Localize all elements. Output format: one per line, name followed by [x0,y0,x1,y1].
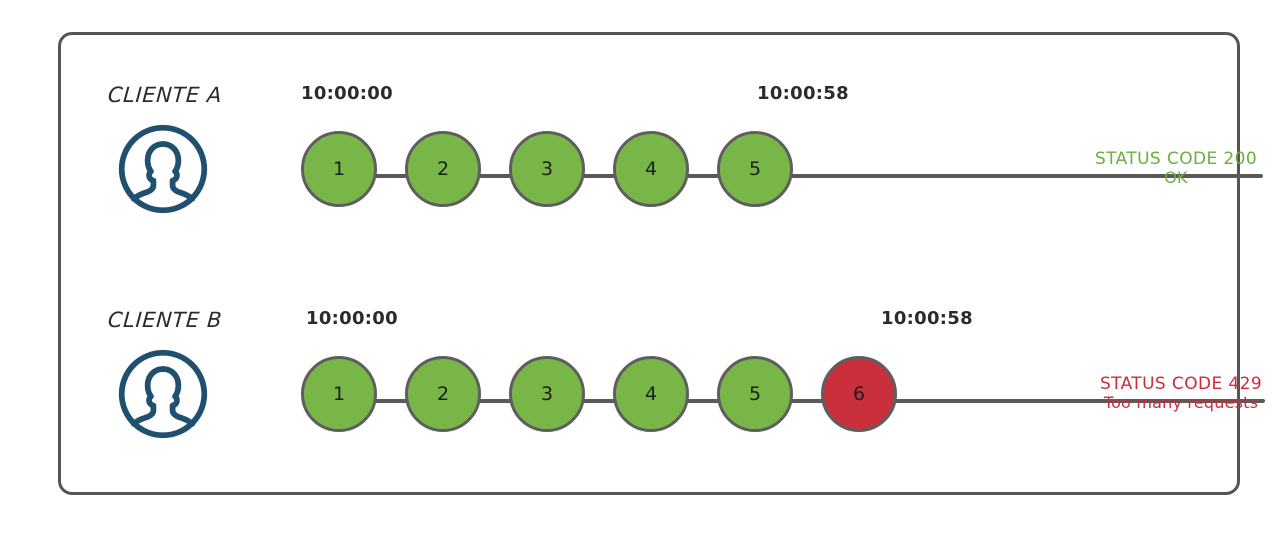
status-code-a: STATUS CODE 200 [1094,149,1258,169]
status-detail-b: Too many requests [1103,393,1259,413]
timestamp-end-a: 10:00:58 [757,83,849,104]
user-avatar-icon [115,346,211,442]
timestamp-start-b: 10:00:00 [306,308,398,329]
request-node[interactable]: 3 [509,131,585,207]
request-node[interactable]: 5 [717,131,793,207]
timeline-line-a [339,174,1263,178]
request-node[interactable]: 1 [301,131,377,207]
status-badge-b: STATUS CODE 429 Too many requests [1081,374,1280,413]
timeline-line-b [339,399,1265,403]
request-node[interactable]: 4 [613,131,689,207]
request-node[interactable]: 1 [301,356,377,432]
request-node[interactable]: 5 [717,356,793,432]
client-label-a: CLIENTE A [107,83,223,107]
diagram-panel: CLIENTE A 10:00:00 10:00:58 1 2 3 4 5 S [58,32,1265,495]
status-detail-a: OK [1164,168,1188,188]
timestamp-end-b: 10:00:58 [881,308,973,329]
request-node[interactable]: 4 [613,356,689,432]
timestamp-start-a: 10:00:00 [301,83,393,104]
request-node[interactable]: 3 [509,356,585,432]
client-row-a: CLIENTE A 10:00:00 10:00:58 1 2 3 4 5 S [61,83,1263,308]
user-avatar-icon [115,121,211,217]
client-label-b: CLIENTE B [107,308,223,332]
status-code-b: STATUS CODE 429 [1099,374,1263,394]
request-node-blocked[interactable]: 6 [821,356,897,432]
request-node[interactable]: 2 [405,131,481,207]
request-node[interactable]: 2 [405,356,481,432]
status-badge-a: STATUS CODE 200 OK [1081,149,1271,188]
client-row-b: CLIENTE B 10:00:00 10:00:58 1 2 3 4 5 6 [61,308,1265,533]
